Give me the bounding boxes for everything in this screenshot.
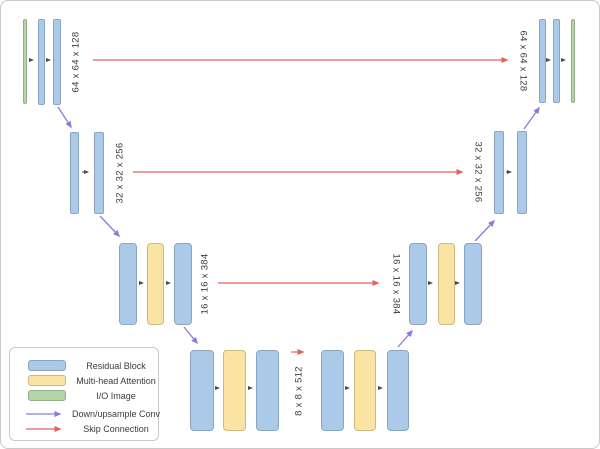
residual-block-bar: [256, 350, 279, 431]
dim-label-level1-left: 64 x 64 x 128: [70, 31, 82, 93]
skip-connection-arrow-icon: [26, 426, 62, 432]
multihead-attention-bar: [147, 243, 164, 325]
io-image-output-bar: [571, 19, 575, 103]
legend-label-skip: Skip Connection: [83, 424, 149, 434]
legend-row-conv: Down/upsample Conv: [10, 407, 160, 421]
dim-label-level3-right: 16 x 16 x 384: [390, 253, 402, 315]
dim-label-level1-right: 64 x 64 x 128: [517, 30, 529, 92]
residual-block-bar: [70, 132, 79, 214]
legend-label-io: I/O Image: [96, 391, 136, 401]
residual-block-bar: [53, 19, 61, 105]
residual-block-bar: [517, 131, 527, 214]
dim-label-bottleneck: 8 x 8 x 512: [293, 366, 305, 416]
io-image-input-bar: [23, 19, 27, 104]
residual-block-bar: [464, 243, 482, 325]
legend-label-conv: Down/upsample Conv: [71, 409, 161, 419]
multihead-attention-bar: [438, 243, 455, 325]
legend-row-residual: Residual Block: [10, 359, 158, 373]
multihead-attention-swatch: [28, 375, 66, 386]
residual-block-bar: [553, 19, 560, 103]
residual-block-bar: [38, 19, 45, 105]
multihead-attention-bar: [354, 350, 376, 431]
residual-block-bar: [387, 350, 409, 431]
upsample-conv-1: [397, 329, 413, 348]
residual-block-bar: [321, 350, 344, 431]
upsample-conv-3: [523, 106, 540, 130]
residual-block-bar: [174, 243, 192, 325]
dim-label-level2-left: 32 x 32 x 256: [114, 142, 126, 204]
legend-row-attention: Multi-head Attention: [10, 374, 158, 388]
downupsample-conv-arrow-icon: [26, 411, 62, 417]
residual-block-bar: [94, 132, 104, 214]
residual-block-bar: [119, 243, 137, 325]
upsample-conv-2: [474, 219, 496, 242]
downsample-conv-1: [57, 106, 72, 129]
downsample-conv-3: [183, 326, 198, 345]
residual-block-bar: [190, 350, 214, 431]
residual-block-bar: [494, 131, 504, 214]
dim-label-level3-left: 16 x 16 x 384: [199, 253, 211, 315]
residual-block-swatch: [28, 360, 66, 371]
legend-row-skip: Skip Connection: [10, 422, 158, 436]
legend-label-residual: Residual Block: [86, 361, 146, 371]
io-image-swatch: [28, 390, 66, 401]
legend-row-io: I/O Image: [10, 389, 158, 403]
residual-block-bar: [539, 19, 546, 103]
downsample-conv-2: [99, 215, 121, 238]
dim-label-level2-right: 32 x 32 x 256: [472, 141, 484, 203]
multihead-attention-bar: [223, 350, 246, 431]
legend-label-attention: Multi-head Attention: [76, 376, 156, 386]
legend-box: Residual Block Multi-head Attention I/O …: [9, 347, 160, 441]
residual-block-bar: [409, 243, 427, 325]
